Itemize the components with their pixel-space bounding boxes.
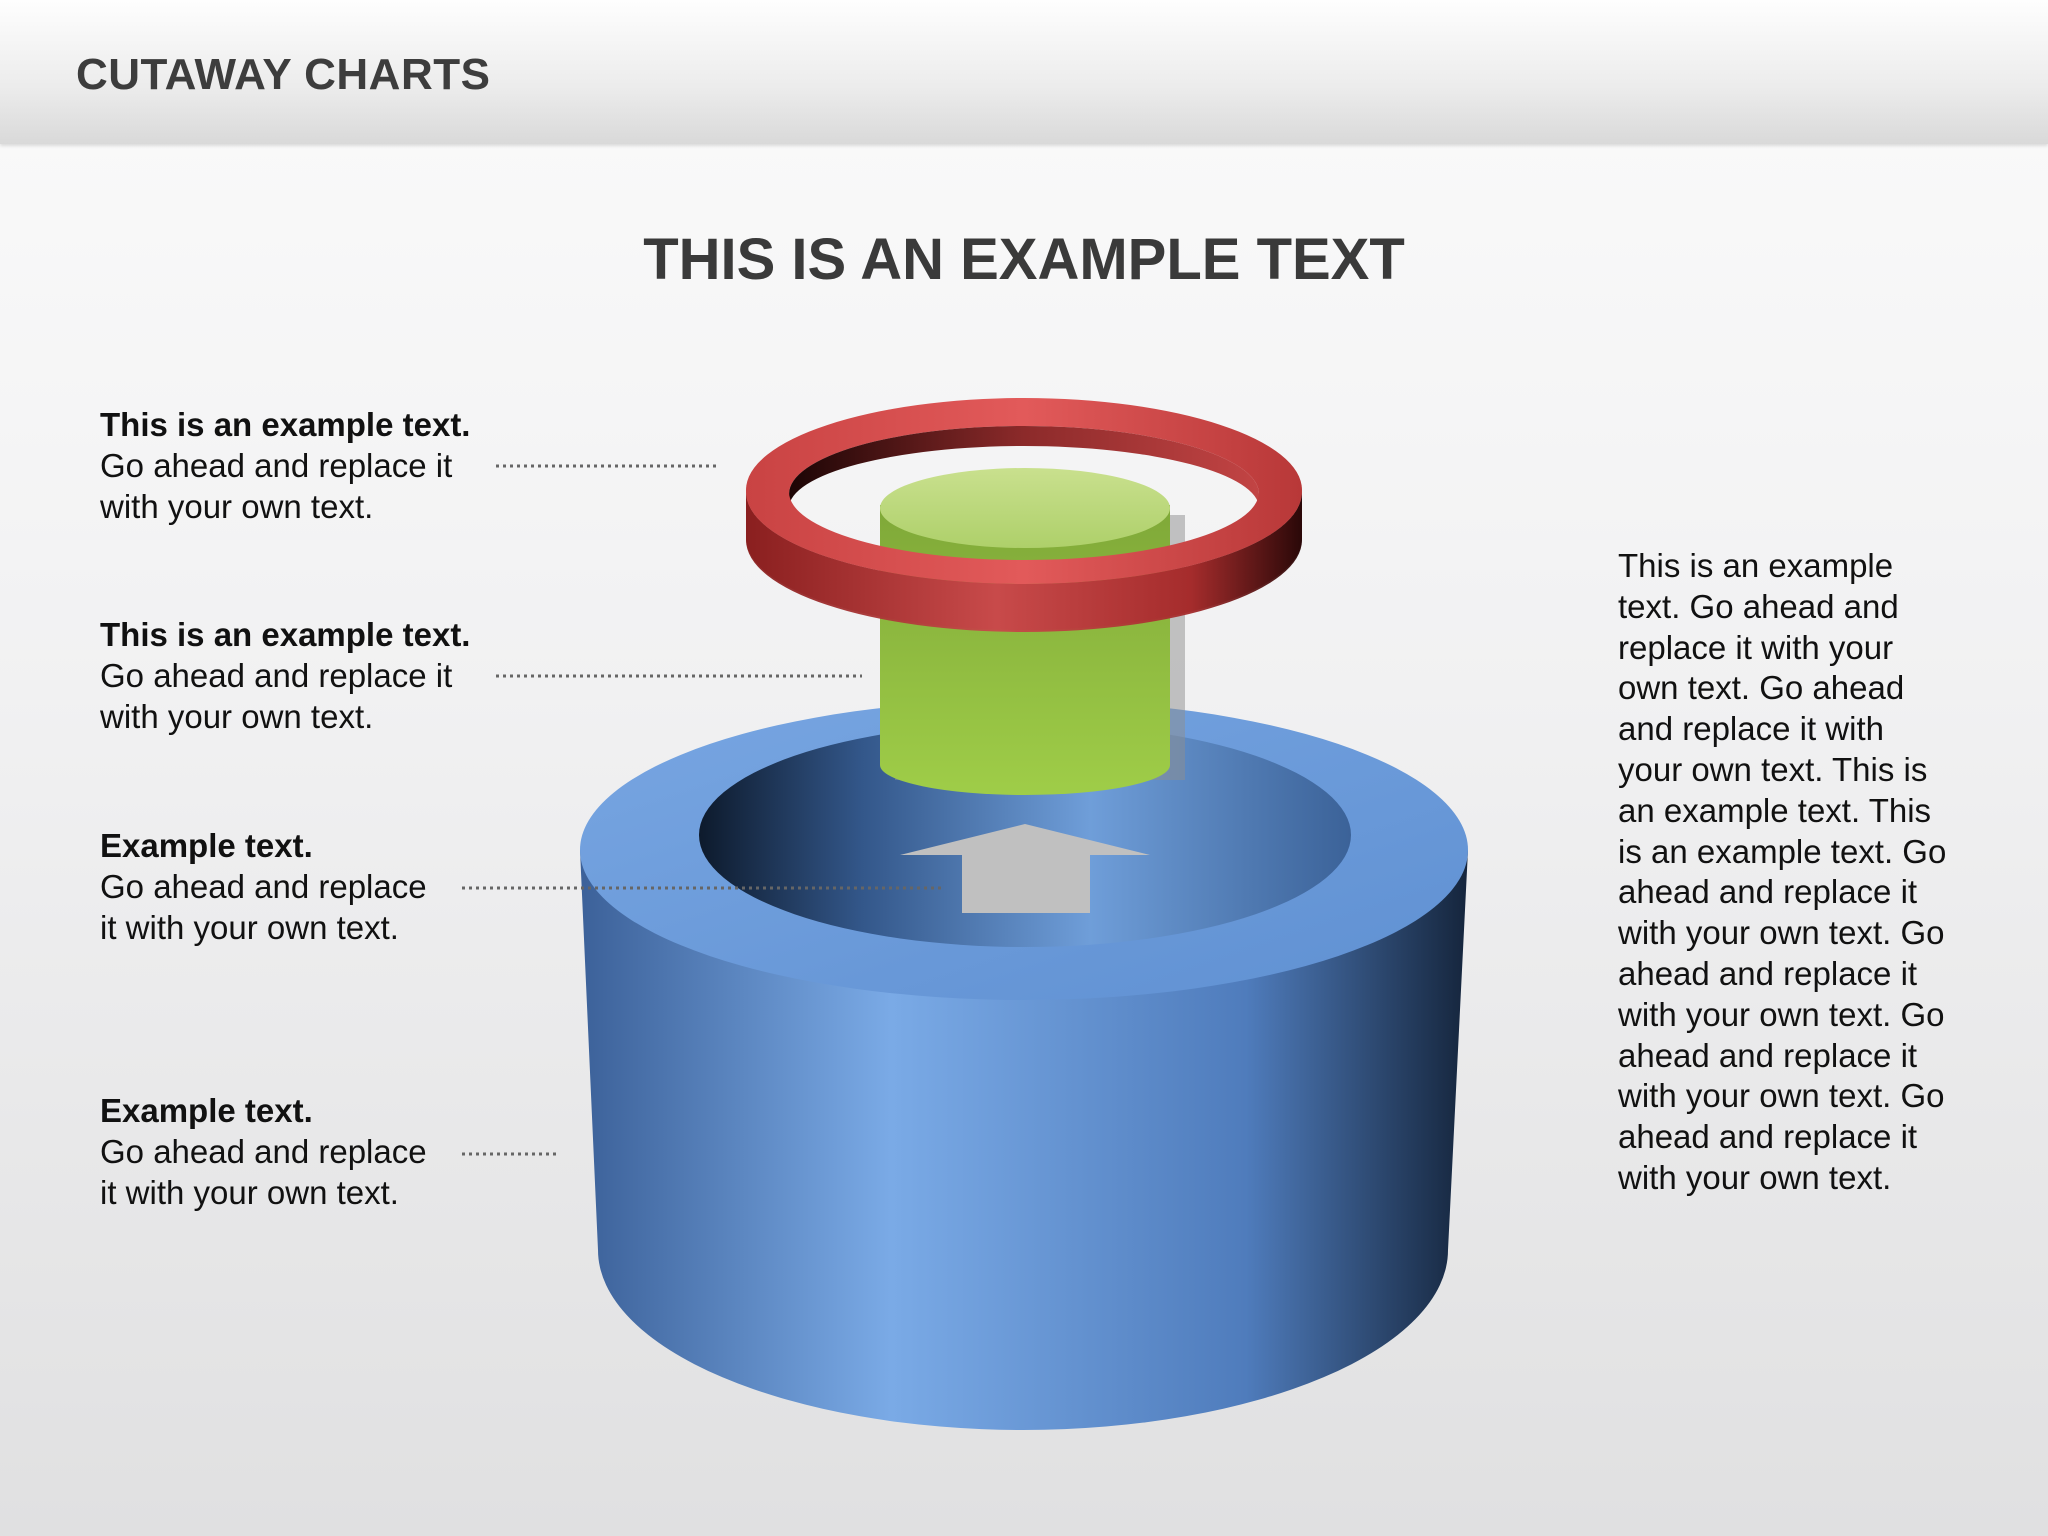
up-arrow-icon xyxy=(900,824,1150,913)
callout-line: with your own text. xyxy=(100,698,374,735)
base-cylinder xyxy=(580,700,1468,1430)
callout-3: Example text. Go ahead and replace it wi… xyxy=(100,825,500,948)
ring-torus xyxy=(746,398,1302,632)
callout-line: Go ahead and replace xyxy=(100,1133,427,1170)
side-paragraph: This is an example text. Go ahead and re… xyxy=(1618,547,1947,1196)
callout-line: it with your own text. xyxy=(100,1174,399,1211)
callout-heading: Example text. xyxy=(100,1092,313,1129)
slide-title: THIS IS AN EXAMPLE TEXT xyxy=(643,227,1405,292)
callout-heading: This is an example text. xyxy=(100,616,471,653)
callout-heading: Example text. xyxy=(100,827,313,864)
callout-line: Go ahead and replace it xyxy=(100,447,453,484)
callout-heading: This is an example text. xyxy=(100,406,471,443)
connectors xyxy=(462,464,944,1156)
callout-line: it with your own text. xyxy=(100,909,399,946)
header-bar: CUTAWAY CHARTS xyxy=(0,0,2048,144)
callout-line: Go ahead and replace xyxy=(100,868,427,905)
callout-1: This is an example text. Go ahead and re… xyxy=(100,404,500,527)
header-title: CUTAWAY CHARTS xyxy=(76,50,491,99)
callout-2: This is an example text. Go ahead and re… xyxy=(100,614,500,737)
callout-line: Go ahead and replace it xyxy=(100,657,453,694)
callout-line: with your own text. xyxy=(100,488,374,525)
callout-4: Example text. Go ahead and replace it wi… xyxy=(100,1090,500,1213)
